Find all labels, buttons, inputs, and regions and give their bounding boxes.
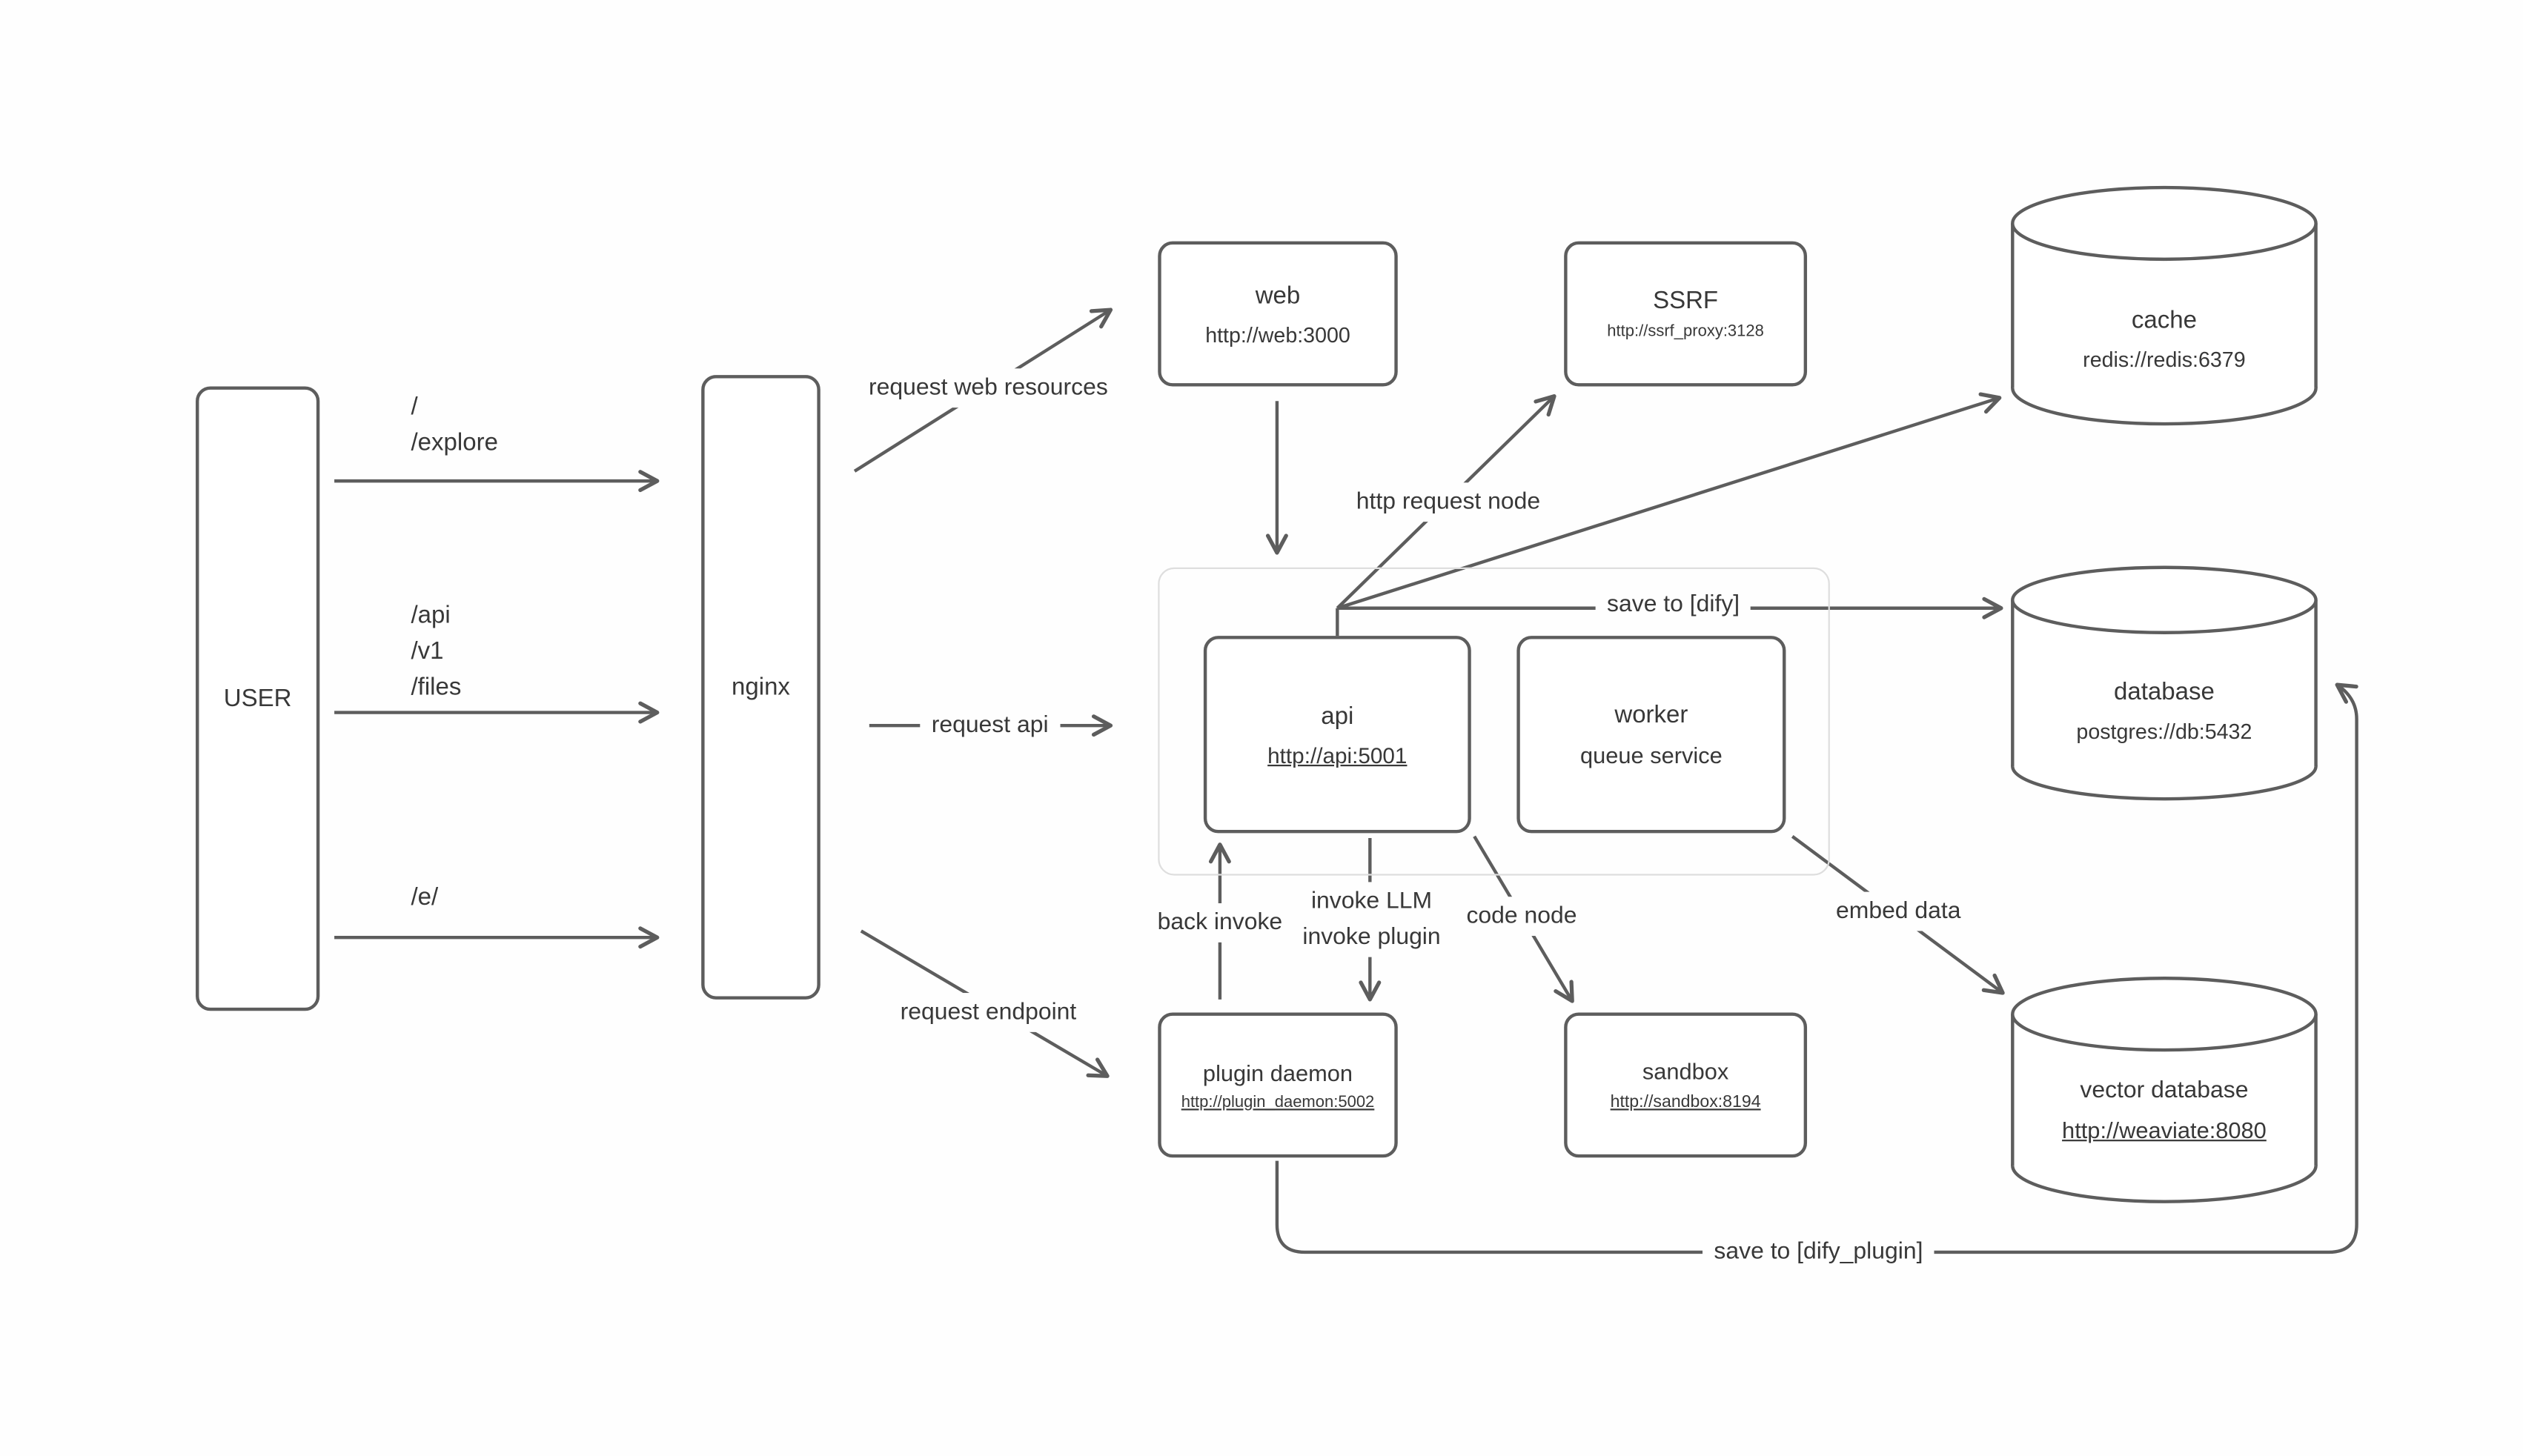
route-plugin-line1: /e/ — [411, 883, 439, 912]
node-user-label: USER — [223, 685, 292, 713]
route-api-line1: /api — [411, 601, 451, 630]
node-web-label: web — [1255, 281, 1301, 309]
vector-database-cylinder-top — [2011, 977, 2318, 1052]
cache-cylinder-top — [2011, 185, 2318, 262]
edge-label-save-to-dify: save to [dify] — [1595, 585, 1751, 625]
edge-label-request-api: request api — [920, 705, 1060, 745]
node-user: USER — [196, 386, 320, 1011]
node-database-text: database postgres://db:5432 — [2012, 678, 2315, 743]
node-cache-url: redis://redis:6379 — [2083, 347, 2246, 372]
node-cache-label: cache — [2131, 306, 2197, 335]
node-worker-subtitle: queue service — [1579, 742, 1723, 768]
route-label-plugin: /e/ — [411, 880, 439, 916]
node-vector-database-cylinder — [2011, 977, 2318, 1203]
database-cylinder-top — [2011, 565, 2318, 634]
node-web-url: http://web:3000 — [1205, 322, 1350, 347]
edge-label-save-to-dify-plugin: save to [dify_plugin] — [1703, 1232, 1934, 1272]
node-ssrf-label: SSRF — [1653, 287, 1719, 315]
route-label-api: /api /v1 /files — [411, 599, 462, 706]
node-sandbox-label: sandbox — [1642, 1058, 1729, 1085]
edge-label-request-web-resources: request web resources — [857, 368, 1120, 408]
edge-label-request-endpoint: request endpoint — [889, 993, 1088, 1032]
node-sandbox: sandbox http://sandbox:8194 — [1564, 1012, 1808, 1158]
node-sandbox-url-link[interactable]: http://sandbox:8194 — [1610, 1092, 1761, 1112]
node-ssrf: SSRF http://ssrf_proxy:3128 — [1564, 241, 1808, 387]
node-api-label: api — [1321, 702, 1354, 730]
route-label-web: / /explore — [411, 390, 498, 462]
node-api: api http://api:5001 — [1203, 636, 1471, 834]
edge-label-code-node: code node — [1455, 897, 1588, 937]
node-nginx-label: nginx — [732, 673, 790, 702]
edge-api-cache — [1336, 392, 2002, 610]
route-api-line2: /v1 — [411, 637, 444, 665]
api-worker-group — [1158, 567, 1830, 876]
node-web: web http://web:3000 — [1158, 241, 1398, 387]
node-api-url-link[interactable]: http://api:5001 — [1267, 742, 1408, 768]
node-database-cylinder — [2011, 565, 2318, 801]
route-api-line3: /files — [411, 673, 462, 702]
edge-label-back-invoke: back invoke — [1146, 903, 1294, 943]
node-plugin-daemon-label: plugin daemon — [1202, 1059, 1353, 1086]
edge-label-http-request-node: http request node — [1345, 482, 1552, 522]
node-plugin-daemon: plugin daemon http://plugin_daemon:5002 — [1158, 1012, 1398, 1158]
node-nginx: nginx — [701, 375, 820, 1000]
node-plugin-daemon-url-link[interactable]: http://plugin_daemon:5002 — [1181, 1093, 1375, 1111]
node-vector-database-text: vector database http://weaviate:8080 — [2012, 1077, 2315, 1143]
node-ssrf-url: http://ssrf_proxy:3128 — [1607, 322, 1764, 341]
edge-label-embed-data: embed data — [1824, 891, 1972, 931]
node-database-url: postgres://db:5432 — [2076, 719, 2252, 744]
route-web-line2: /explore — [411, 428, 498, 457]
node-vector-database-label: vector database — [2080, 1077, 2249, 1104]
node-cache-cylinder — [2011, 185, 2318, 426]
edge-label-invoke-llm: invoke LLM — [1310, 888, 1433, 915]
node-vector-database-url-link[interactable]: http://weaviate:8080 — [2062, 1117, 2267, 1143]
node-worker-label: worker — [1614, 701, 1688, 729]
edge-label-invoke-plugin: invoke plugin — [1302, 924, 1441, 951]
edge-label-invoke: invoke LLM invoke plugin — [1290, 882, 1453, 957]
node-database-label: database — [2113, 678, 2215, 706]
edge-plugin-daemon-database — [1275, 682, 2358, 1254]
node-cache-text: cache redis://redis:6379 — [2012, 307, 2315, 372]
route-web-line1: / — [411, 393, 418, 421]
node-worker: worker queue service — [1516, 636, 1786, 834]
